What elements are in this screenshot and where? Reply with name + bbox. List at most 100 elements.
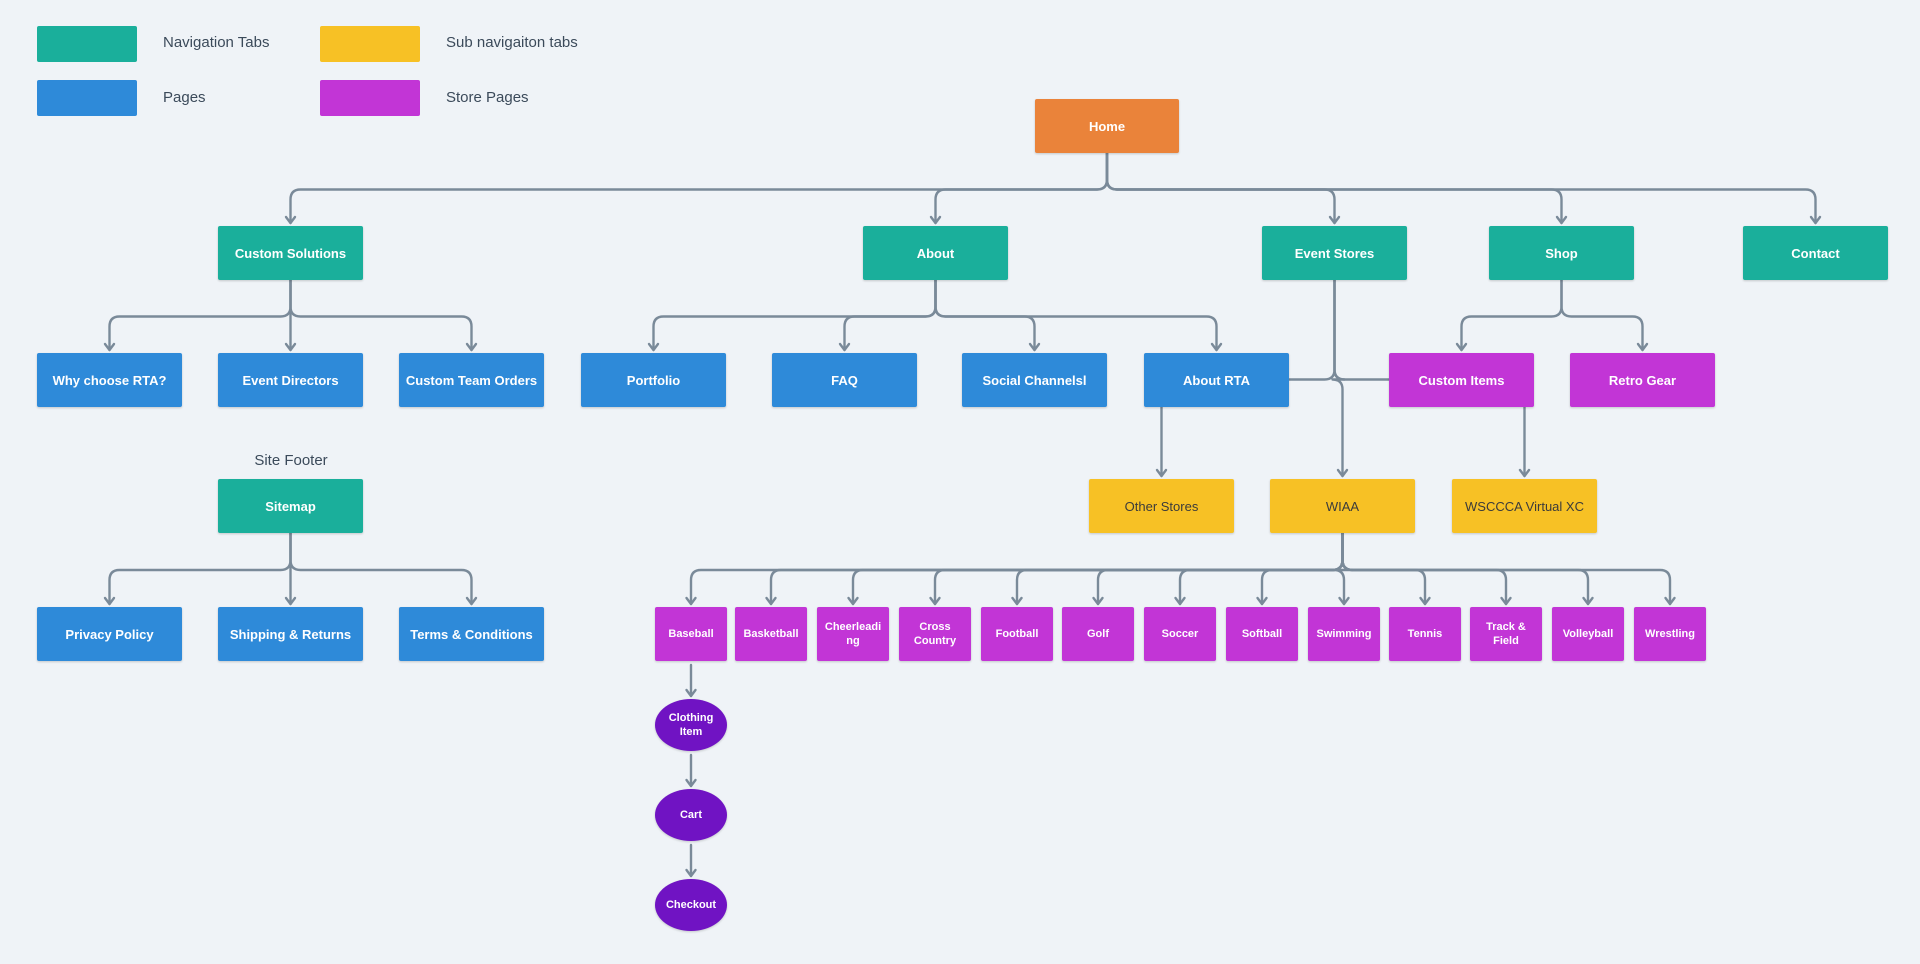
legend-swatch-store (320, 80, 420, 116)
connector-sitemap-terms_conditions (289, 531, 473, 606)
node-swimming: Swimming (1308, 607, 1380, 661)
connector-sitemap-privacy_policy (108, 531, 292, 606)
arrowhead-swimming (1338, 596, 1350, 606)
node-about-rta: About RTA (1144, 353, 1289, 407)
node-wiaa: WIAA (1270, 479, 1415, 533)
node-checkout: Checkout (655, 879, 727, 931)
legend-label-sub: Sub navigaiton tabs (446, 34, 578, 51)
connector-wiaa-volleyball (1341, 531, 1590, 606)
arrowhead-wrestling (1664, 596, 1676, 606)
arrowhead-custom_items (1455, 342, 1468, 352)
node-shop: Shop (1489, 226, 1634, 280)
node-cart: Cart (655, 789, 727, 841)
arrowhead-social_channels (1028, 342, 1041, 352)
node-soccer: Soccer (1144, 607, 1216, 661)
legend-swatch-page (37, 80, 137, 116)
arrowhead-privacy_policy (103, 596, 116, 606)
connector-about-portfolio (652, 278, 937, 352)
connector-home-custom_solutions (289, 151, 1109, 225)
arrowhead-soccer (1174, 596, 1186, 606)
node-track-field: Track & Field (1470, 607, 1542, 661)
legend-label-page: Pages (163, 89, 206, 106)
node-about: About (863, 226, 1008, 280)
arrowhead-shipping_returns (284, 596, 297, 606)
connector-about-social_channels (934, 278, 1036, 352)
node-volleyball: Volleyball (1552, 607, 1624, 661)
arrowhead-checkout (685, 868, 697, 878)
arrowhead-wiaa (1336, 468, 1349, 478)
arrowhead-shop (1555, 215, 1568, 225)
connector-wiaa-golf (1096, 531, 1344, 606)
node-custom-solutions: Custom Solutions (218, 226, 363, 280)
connector-wiaa-tennis (1341, 531, 1427, 606)
arrowhead-custom_team_orders (465, 342, 478, 352)
node-softball: Softball (1226, 607, 1298, 661)
node-golf: Golf (1062, 607, 1134, 661)
node-event-directors: Event Directors (218, 353, 363, 407)
arrowhead-terms_conditions (465, 596, 478, 606)
node-home: Home (1035, 99, 1179, 153)
arrowhead-softball (1256, 596, 1268, 606)
node-sitemap: Sitemap (218, 479, 363, 533)
node-tennis: Tennis (1389, 607, 1461, 661)
node-faq: FAQ (772, 353, 917, 407)
node-event-stores: Event Stores (1262, 226, 1407, 280)
arrowhead-cart (685, 778, 697, 788)
arrowhead-why_rta (103, 342, 116, 352)
legend-swatch-nav (37, 26, 137, 62)
arrowhead-portfolio (647, 342, 660, 352)
connector-home-event_stores (1105, 151, 1336, 225)
node-wsccca-virtual-xc: WSCCCA Virtual XC (1452, 479, 1597, 533)
arrowhead-event_stores (1328, 215, 1341, 225)
node-football: Football (981, 607, 1053, 661)
node-custom-team-orders: Custom Team Orders (399, 353, 544, 407)
node-portfolio: Portfolio (581, 353, 726, 407)
legend-label-nav: Navigation Tabs (163, 34, 270, 51)
arrowhead-basketball (765, 596, 777, 606)
arrowhead-other_stores (1155, 468, 1168, 478)
connector-wiaa-softball (1260, 531, 1344, 606)
node-contact: Contact (1743, 226, 1888, 280)
arrowhead-volleyball (1582, 596, 1594, 606)
connector-wiaa-wrestling (1341, 531, 1672, 606)
node-social-channels: Social Channelsl (962, 353, 1107, 407)
connector-custom_solutions-custom_team_orders (289, 278, 473, 352)
node-other-stores: Other Stores (1089, 479, 1234, 533)
node-custom-items: Custom Items (1389, 353, 1534, 407)
legend-label-store: Store Pages (446, 89, 529, 106)
arrowhead-cheerleading (847, 596, 859, 606)
arrowhead-retro_gear (1636, 342, 1649, 352)
arrowhead-baseball (685, 596, 697, 606)
site-footer-label: Site Footer (254, 452, 328, 469)
node-why-choose-rta: Why choose RTA? (37, 353, 182, 407)
arrowhead-contact (1809, 215, 1822, 225)
node-shipping-returns: Shipping & Returns (218, 607, 363, 661)
connector-about-about_rta (934, 278, 1218, 352)
arrowhead-event_directors (284, 342, 297, 352)
connector-home-contact (1105, 151, 1817, 225)
node-cross-country: Cross Country (899, 607, 971, 661)
arrowhead-clothing_item (685, 688, 697, 698)
arrowhead-custom_solutions (284, 215, 297, 225)
node-baseball: Baseball (655, 607, 727, 661)
arrowhead-football (1011, 596, 1023, 606)
arrowhead-cross_country (929, 596, 941, 606)
node-basketball: Basketball (735, 607, 807, 661)
connector-wiaa-cross_country (933, 531, 1344, 606)
arrowhead-about_rta (1210, 342, 1223, 352)
legend-swatch-sub (320, 26, 420, 62)
arrowhead-tennis (1419, 596, 1431, 606)
node-wrestling: Wrestling (1634, 607, 1706, 661)
arrowhead-about (929, 215, 942, 225)
connector-shop-custom_items (1460, 278, 1563, 352)
node-privacy-policy: Privacy Policy (37, 607, 182, 661)
connector-about-faq (843, 278, 937, 352)
node-cheerleading: Cheerleadi ng (817, 607, 889, 661)
connector-shop-retro_gear (1560, 278, 1644, 352)
connector-home-about (934, 151, 1109, 225)
connector-custom_solutions-why_rta (108, 278, 292, 352)
node-clothing-item: Clothing Item (655, 699, 727, 751)
node-retro-gear: Retro Gear (1570, 353, 1715, 407)
arrowhead-faq (838, 342, 851, 352)
